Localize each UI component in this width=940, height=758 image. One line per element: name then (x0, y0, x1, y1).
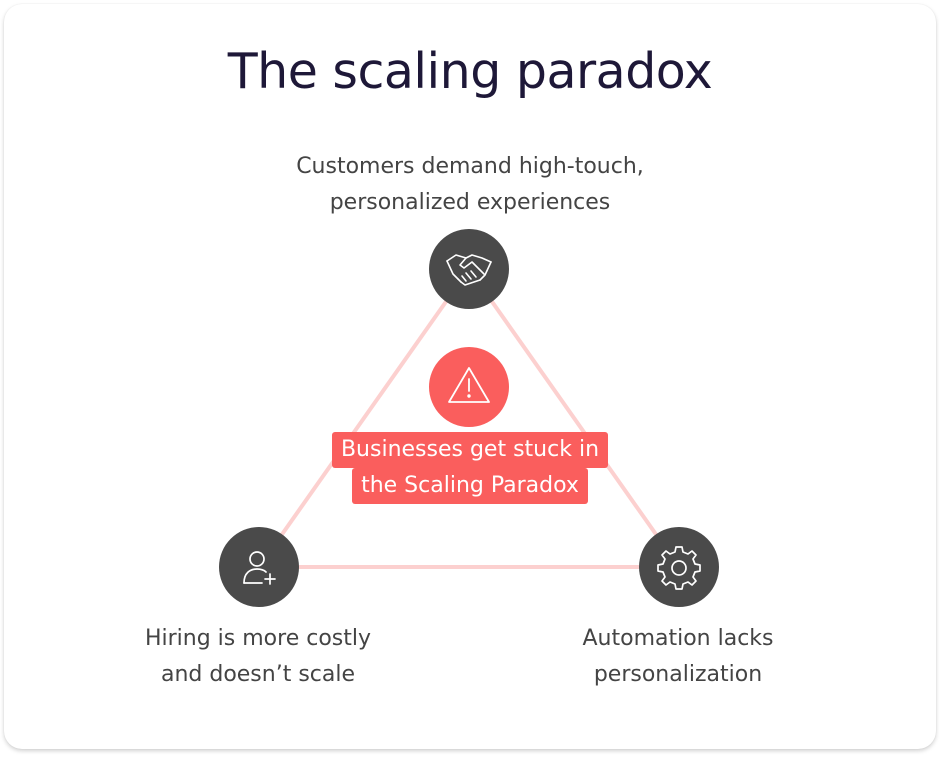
label-customers-line-2: personalized experiences (329, 190, 611, 215)
warning-icon (448, 367, 490, 403)
label-hiring-line-1: Hiring is more costly (144, 626, 372, 651)
page-title: The scaling paradox (227, 43, 713, 100)
paradox-card: The scaling paradox Customers demand hig… (4, 4, 936, 749)
node-warning (429, 347, 509, 427)
callout-line-1: Businesses get stuck in (331, 432, 609, 468)
label-hiring-line-2: and doesn’t scale (160, 662, 356, 687)
edge-top-left (257, 267, 471, 569)
label-customers: Customers demand high-touch, personalize… (220, 149, 720, 221)
handshake-icon (446, 254, 492, 286)
node-automation (639, 527, 719, 607)
label-automation: Automation lacks personalization (478, 621, 878, 693)
label-automation-line-1: Automation lacks (582, 626, 774, 651)
gear-icon (657, 546, 701, 590)
node-hiring (219, 527, 299, 607)
label-automation-line-2: personalization (593, 662, 763, 687)
triangle-edges (257, 267, 681, 569)
node-customers (429, 229, 509, 309)
triangle-diagram (219, 229, 719, 607)
callout-line-2: the Scaling Paradox (352, 468, 588, 504)
paradox-callout: Businesses get stuck in the Scaling Para… (220, 432, 720, 504)
edge-top-right (467, 267, 681, 569)
label-customers-line-1: Customers demand high-touch, (296, 154, 644, 179)
label-hiring: Hiring is more costly and doesn’t scale (58, 621, 458, 693)
add-user-icon (243, 551, 276, 585)
